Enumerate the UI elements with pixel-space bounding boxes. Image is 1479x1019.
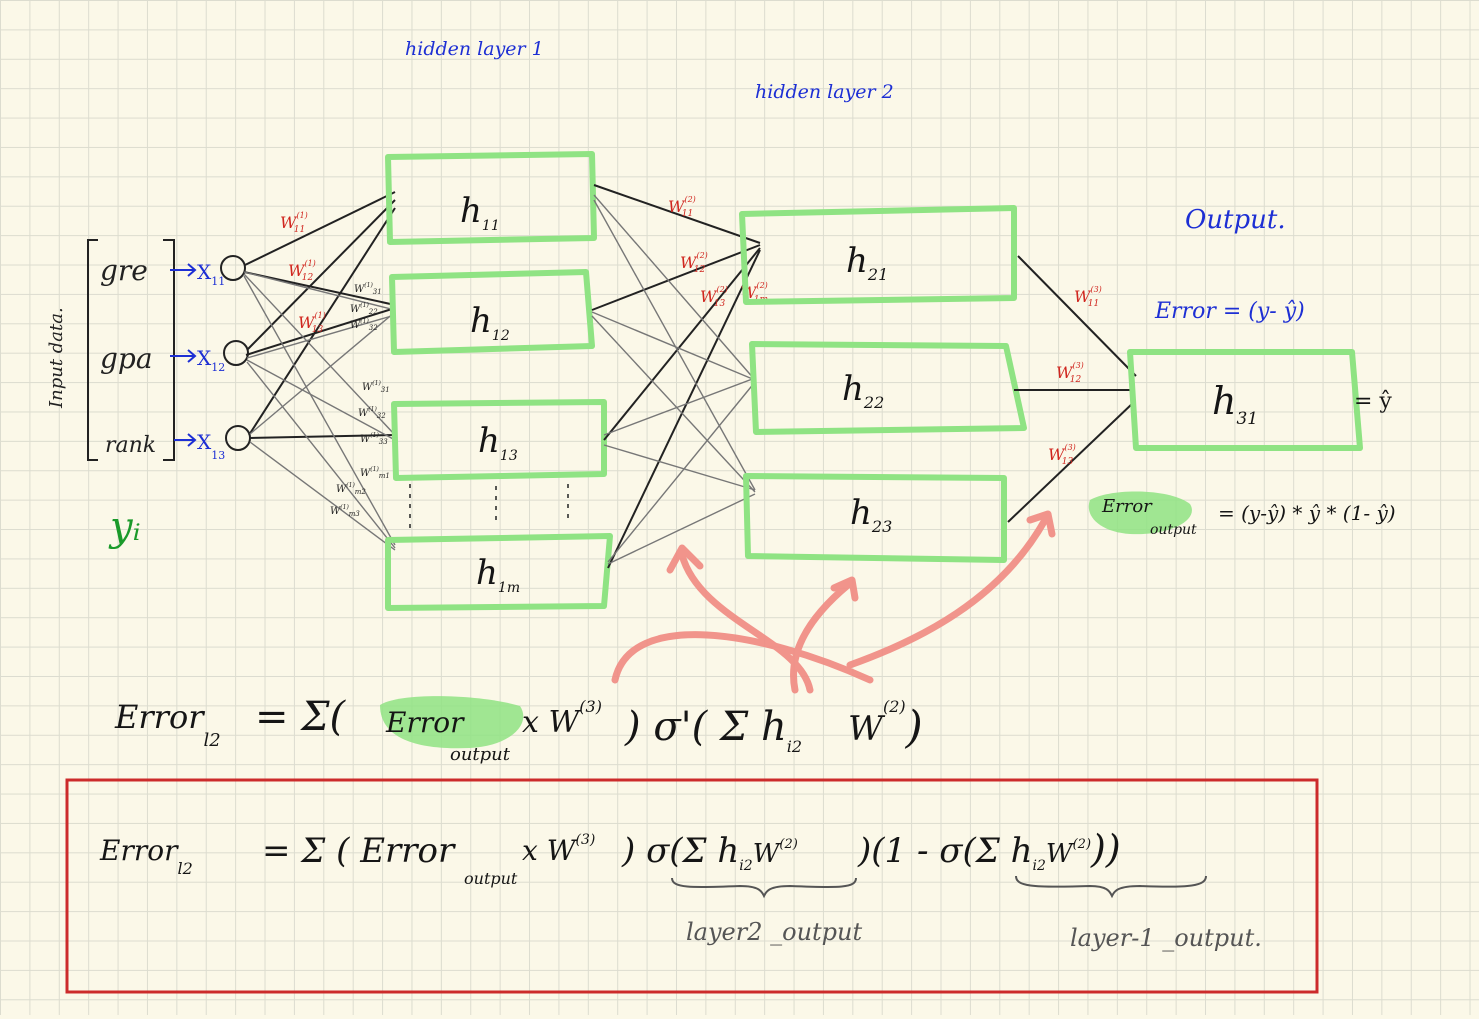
- w13-3-label: W(3)13: [1048, 443, 1076, 467]
- error-output-name: Error: [1101, 496, 1153, 517]
- input-bracket-right: [163, 239, 175, 461]
- formula1-highlight: [380, 696, 524, 749]
- node-h11-box: [385, 151, 597, 245]
- connections-layer2-output: [1007, 255, 1137, 523]
- h23-label: h23: [850, 493, 892, 536]
- node-h13-box: [391, 399, 607, 481]
- input-bracket-left: [87, 239, 98, 461]
- error-formula-top: Error = (y- ŷ): [1154, 299, 1305, 324]
- formula1-w2: W(2)): [848, 697, 923, 753]
- connections-layer1-layer2-thin: [591, 194, 756, 565]
- w11-2-label: W(2)11: [668, 195, 696, 219]
- formula2-lhs: Errorl2: [99, 834, 193, 878]
- backprop-arrows: [611, 510, 1056, 694]
- input-data-label: Input data.: [46, 307, 67, 409]
- formula2-times-w: x W(3): [522, 832, 595, 867]
- w12-2-label: W(2)12: [680, 251, 708, 275]
- input-arrows: [170, 263, 197, 447]
- wm3-1-label: W(1)m3: [330, 504, 360, 518]
- h13-label: h13: [478, 421, 518, 464]
- formula2-sum-error: = Σ ( Error: [262, 831, 456, 871]
- hidden-layer-1-label: hidden layer 1: [405, 38, 544, 60]
- output-label: Output.: [1185, 205, 1286, 235]
- node-h22-box: [749, 341, 1027, 435]
- node-h12-box: [389, 269, 595, 355]
- underbraces: [671, 875, 1207, 899]
- w32-1-label-a: W(1)32: [350, 318, 378, 332]
- w22-1-label: W(1)22: [350, 302, 378, 316]
- x13-label: X13: [197, 430, 225, 462]
- connections-input-layer1-thin: [243, 271, 396, 551]
- connections-input-layer1: [243, 191, 396, 439]
- y-i-label: yᵢ: [108, 504, 141, 550]
- w12-3-label: W(3)12: [1056, 361, 1084, 385]
- node-h23-box: [743, 473, 1007, 563]
- layer1-ellipsis: [409, 484, 569, 530]
- formula1-times-w: x W(3): [522, 697, 602, 740]
- x11-label: X11: [197, 260, 225, 288]
- w13-1-label: W(1)13: [298, 311, 326, 335]
- h22-label: h22: [842, 369, 884, 412]
- y-hat-marker: = ŷ: [1354, 389, 1392, 414]
- formula2-sigma-2: )(1 - σ(Σ hi2W(2))): [857, 827, 1121, 874]
- formula2-error-sub: output: [464, 869, 518, 888]
- w31-1-label-a: W(1)31: [354, 282, 382, 296]
- h31-label: h31: [1212, 379, 1258, 429]
- formula2-sigma-1: ) σ(Σ hi2W(2): [621, 831, 798, 874]
- w11-3-label: W(3)11: [1074, 285, 1102, 309]
- h1m-label: h1m: [476, 553, 520, 596]
- error-output-highlight: [1088, 491, 1192, 535]
- input-rank: rank: [105, 433, 156, 458]
- layer1-output-label: layer-1 _output.: [1070, 924, 1262, 952]
- input-gpa: gpa: [100, 342, 153, 375]
- w13-2-label: W(2)13: [700, 285, 728, 309]
- hidden-layer-2-label: hidden layer 2: [755, 81, 894, 103]
- formula1-sum: = Σ(: [255, 694, 347, 740]
- error-output-formula: = (y-ŷ) * ŷ * (1- ŷ): [1218, 501, 1396, 525]
- formula-2: Errorl2 = Σ ( Error output x W(3) ) σ(Σ …: [99, 827, 1121, 888]
- w31-1-label-b: W(1)31: [362, 380, 390, 394]
- wm2-1-label: W(1)m2: [336, 482, 366, 496]
- formula1-lhs: Errorl2: [114, 698, 221, 751]
- error-output-sub: output: [1150, 522, 1197, 538]
- w33-1-label: W(1)33: [360, 432, 388, 446]
- h12-label: h12: [470, 301, 510, 344]
- formula1-error: Error: [385, 706, 465, 739]
- w12-1-label: W(1)12: [288, 259, 316, 283]
- input-gre: gre: [100, 254, 148, 287]
- input-node-1: [220, 255, 246, 281]
- h21-label: h21: [846, 241, 888, 284]
- x12-label: X12: [197, 346, 225, 374]
- layer2-output-label: layer2 _output: [686, 918, 862, 946]
- node-h31-box: [1127, 349, 1363, 451]
- connections-layer1-layer2: [591, 184, 761, 569]
- node-h1m-box: [385, 533, 613, 611]
- node-h21-box: [739, 205, 1017, 305]
- formula1-sigma-prime: ) σ'( Σ hi2: [624, 704, 802, 756]
- formula-1: Errorl2 = Σ( Error output x W(3) ) σ'( Σ…: [114, 694, 923, 765]
- w11-1-label: W(1)11: [280, 211, 308, 235]
- wm1-1-label: W(1)m1: [360, 466, 390, 480]
- h11-label: h11: [460, 191, 500, 234]
- input-node-3: [225, 425, 251, 451]
- formula1-error-sub: output: [450, 744, 511, 765]
- w32-1-label-b: W(1)32: [358, 406, 386, 420]
- input-node-2: [223, 340, 249, 366]
- boxed-formula-frame: [65, 778, 1319, 994]
